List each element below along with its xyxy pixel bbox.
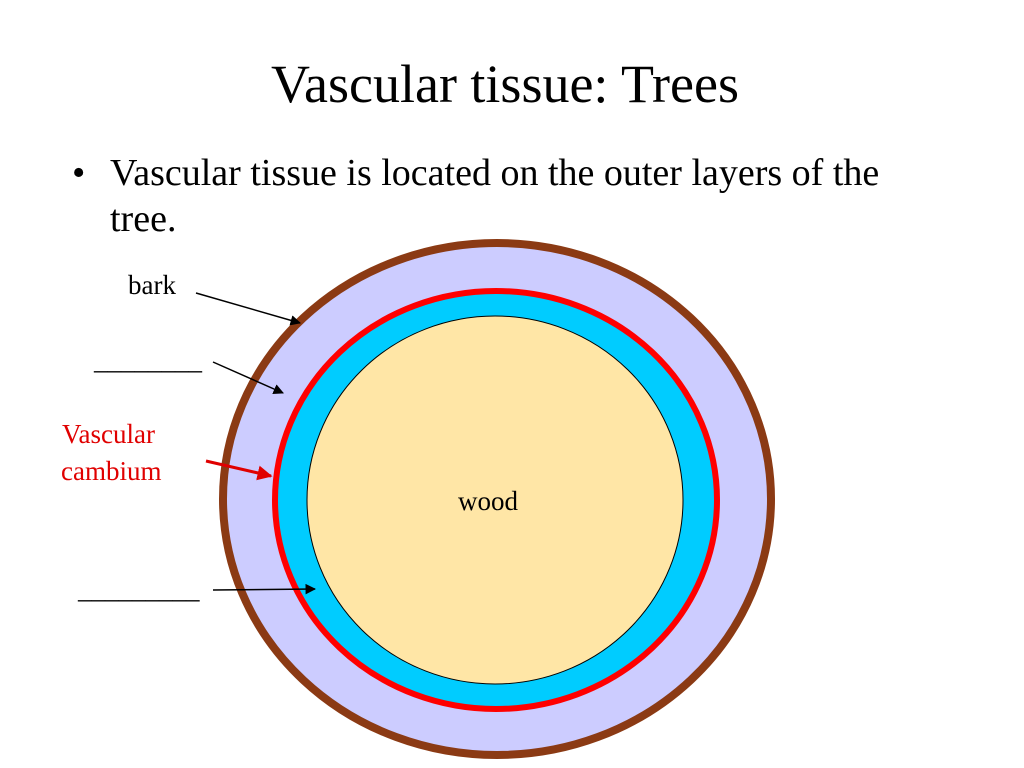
outer-layer-pointer-arrow [212,361,284,394]
vascular-cambium-pointer-arrow [205,459,273,481]
vascular-cambium-label-line1: Vascular [62,419,155,449]
slide-title: Vascular tissue: Trees [271,54,739,114]
bullet-text: Vascular tissue is located on the outer … [110,152,880,240]
inner-layer-pointer-arrow [212,583,317,595]
bullet-marker: • [72,152,86,194]
blank-label-outer: ________ [94,345,202,375]
bark-pointer-arrow [195,292,302,326]
wood-label: wood [458,486,518,516]
wood-core [306,315,684,685]
vascular-cambium-label-line2: cambium [61,456,162,486]
blank-label-inner: _________ [78,574,200,604]
bark-label: bark [128,270,176,300]
bullet-item: • Vascular tissue is located on the oute… [72,150,932,242]
